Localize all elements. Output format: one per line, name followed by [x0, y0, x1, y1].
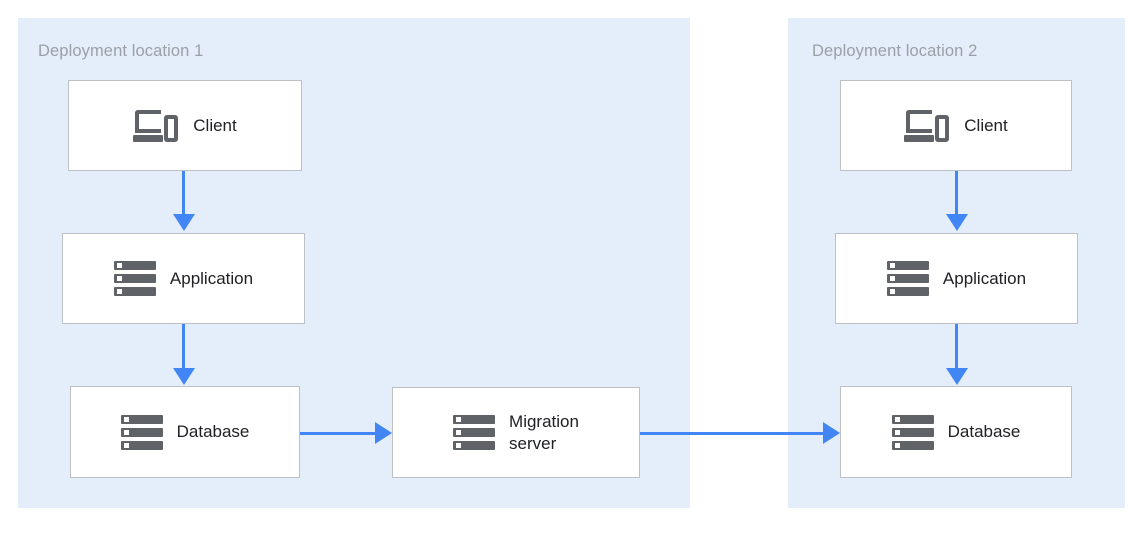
node-application-1[interactable]: Application [62, 233, 305, 324]
server-icon [113, 261, 156, 296]
node-database-1-label: Database [176, 422, 250, 442]
deployment-zone-1-title: Deployment location 1 [38, 42, 204, 60]
client-devices-icon [904, 108, 950, 144]
arrowhead-database1-migration [375, 422, 392, 444]
node-migration-server-label: Migration server [509, 411, 579, 453]
node-database-2[interactable]: Database [840, 386, 1072, 478]
node-database-2-label: Database [947, 422, 1021, 442]
arrowhead-client2-application2 [945, 214, 968, 231]
node-client-1-label: Client [193, 115, 237, 135]
node-application-2[interactable]: Application [835, 233, 1078, 324]
edge-database1-migration [300, 431, 376, 435]
edge-client1-application1 [182, 171, 185, 215]
arrowhead-application2-database2 [945, 368, 968, 385]
node-client-2[interactable]: Client [840, 80, 1072, 171]
edge-client2-application2 [955, 171, 958, 215]
edge-application1-database1 [182, 324, 185, 369]
node-application-1-label: Application [169, 268, 254, 288]
deployment-zone-2-title: Deployment location 2 [812, 42, 978, 60]
node-client-1[interactable]: Client [68, 80, 302, 171]
server-icon [891, 414, 934, 450]
server-icon [453, 415, 496, 450]
node-application-2-label: Application [942, 268, 1027, 288]
node-migration-server[interactable]: Migration server [392, 387, 640, 478]
client-devices-icon [133, 108, 179, 144]
server-icon [120, 414, 163, 450]
arrowhead-application1-database1 [172, 368, 195, 385]
edge-application2-database2 [955, 324, 958, 369]
server-icon [886, 261, 929, 296]
edge-migration-database2 [640, 431, 824, 435]
node-client-2-label: Client [964, 115, 1008, 135]
node-database-1[interactable]: Database [70, 386, 300, 478]
arrowhead-migration-database2 [823, 422, 840, 444]
arrowhead-client1-application1 [172, 214, 195, 231]
